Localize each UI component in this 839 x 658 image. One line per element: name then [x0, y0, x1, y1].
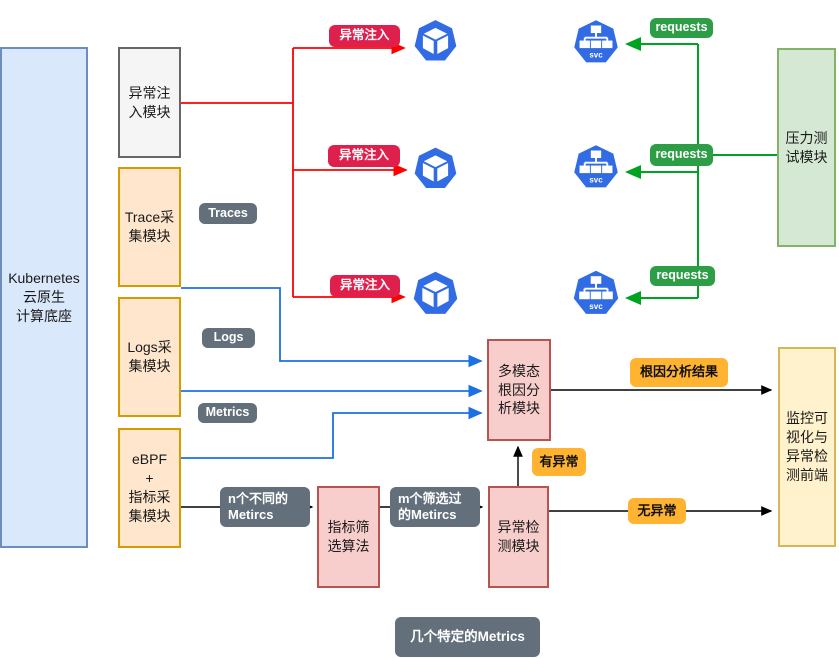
rca-module-box: 多模态 根因分 析模块 — [487, 339, 551, 441]
svc-icon-label: svc — [589, 302, 603, 311]
logs-collect-module-box: Logs采 集模块 — [118, 297, 181, 417]
metric-filter-module-box: 指标筛 选算法 — [317, 486, 380, 588]
n-metrics-badge: n个不同的 Metircs — [220, 487, 310, 527]
monitor-frontend-box: 监控可 视化与 异常检 测前端 — [778, 347, 836, 547]
logs-flow-label: Logs — [202, 328, 255, 348]
requests-badge-2: requests — [650, 144, 713, 166]
no-anomaly-badge: 无异常 — [628, 498, 686, 524]
fault-injection-badge-3: 异常注入 — [330, 275, 400, 297]
pod-icon-2 — [413, 144, 458, 192]
anomaly-detect-module-box: 异常检 测模块 — [488, 486, 549, 588]
fault-injection-badge-1: 异常注入 — [329, 25, 400, 47]
fault-injection-module-box: 异常注 入模块 — [118, 47, 181, 158]
trace-collect-module-box: Trace采 集模块 — [118, 167, 181, 287]
requests-badge-1: requests — [650, 18, 713, 38]
pod-icon-1 — [413, 17, 458, 64]
metrics-flow-label: Metrics — [198, 403, 257, 423]
service-icon-1: svc — [572, 18, 620, 65]
m-metrics-badge: m个筛选过 的Metircs — [390, 487, 480, 527]
k8s-base-box: Kubernetes 云原生 计算底座 — [0, 47, 88, 548]
has-anomaly-badge: 有异常 — [532, 448, 586, 476]
load-test-module-box: 压力测 试模块 — [777, 48, 836, 247]
specific-metrics-badge: 几个特定的Metrics — [395, 617, 540, 657]
fault-injection-badge-2: 异常注入 — [328, 145, 400, 167]
ebpf-metric-collect-module-box: eBPF + 指标采 集模块 — [118, 428, 181, 548]
service-icon-3: svc — [572, 268, 620, 317]
pod-icon-3 — [412, 268, 459, 318]
svc-icon-label: svc — [589, 175, 603, 184]
traces-flow-label: Traces — [199, 203, 257, 224]
requests-badge-3: requests — [650, 266, 715, 286]
svc-icon-label: svc — [589, 50, 603, 59]
rca-result-badge: 根因分析结果 — [630, 358, 728, 387]
service-icon-2: svc — [572, 143, 620, 190]
